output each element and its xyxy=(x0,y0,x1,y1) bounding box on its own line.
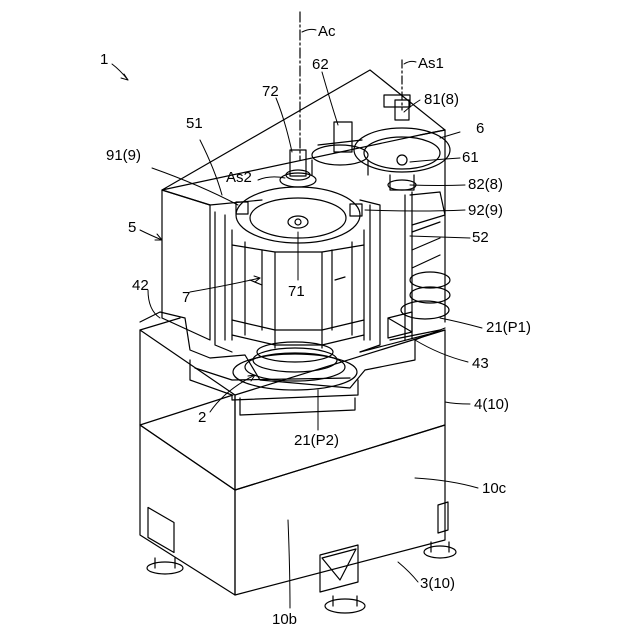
base-cabinet xyxy=(140,395,456,613)
label-2: 2 xyxy=(198,410,206,425)
label-1: 1 xyxy=(100,52,108,67)
label-6: 6 xyxy=(476,121,484,136)
label-52: 52 xyxy=(472,230,489,245)
label-81: 81(8) xyxy=(424,92,459,107)
label-82: 82(8) xyxy=(468,177,503,192)
label-ac: Ac xyxy=(318,24,336,39)
label-5: 5 xyxy=(128,220,136,235)
label-21-p2: 21(P2) xyxy=(294,433,339,448)
label-92: 92(9) xyxy=(468,203,503,218)
label-91: 91(9) xyxy=(106,148,141,163)
label-62: 62 xyxy=(312,57,329,72)
label-21-p1: 21(P1) xyxy=(486,320,531,335)
label-3-10: 3(10) xyxy=(420,576,455,591)
label-7: 7 xyxy=(182,290,190,305)
label-72: 72 xyxy=(262,84,279,99)
rear-unit-62 xyxy=(312,122,368,175)
label-as2: As2 xyxy=(226,170,252,185)
label-61: 61 xyxy=(462,150,479,165)
drum-unit-6 xyxy=(354,95,450,319)
label-10c: 10c xyxy=(482,481,506,496)
label-10b: 10b xyxy=(272,612,297,627)
label-51: 51 xyxy=(186,116,203,131)
label-43: 43 xyxy=(472,356,489,371)
label-as1: As1 xyxy=(418,56,444,71)
label-71: 71 xyxy=(288,284,305,299)
label-4-10: 4(10) xyxy=(474,397,509,412)
label-42: 42 xyxy=(132,278,149,293)
